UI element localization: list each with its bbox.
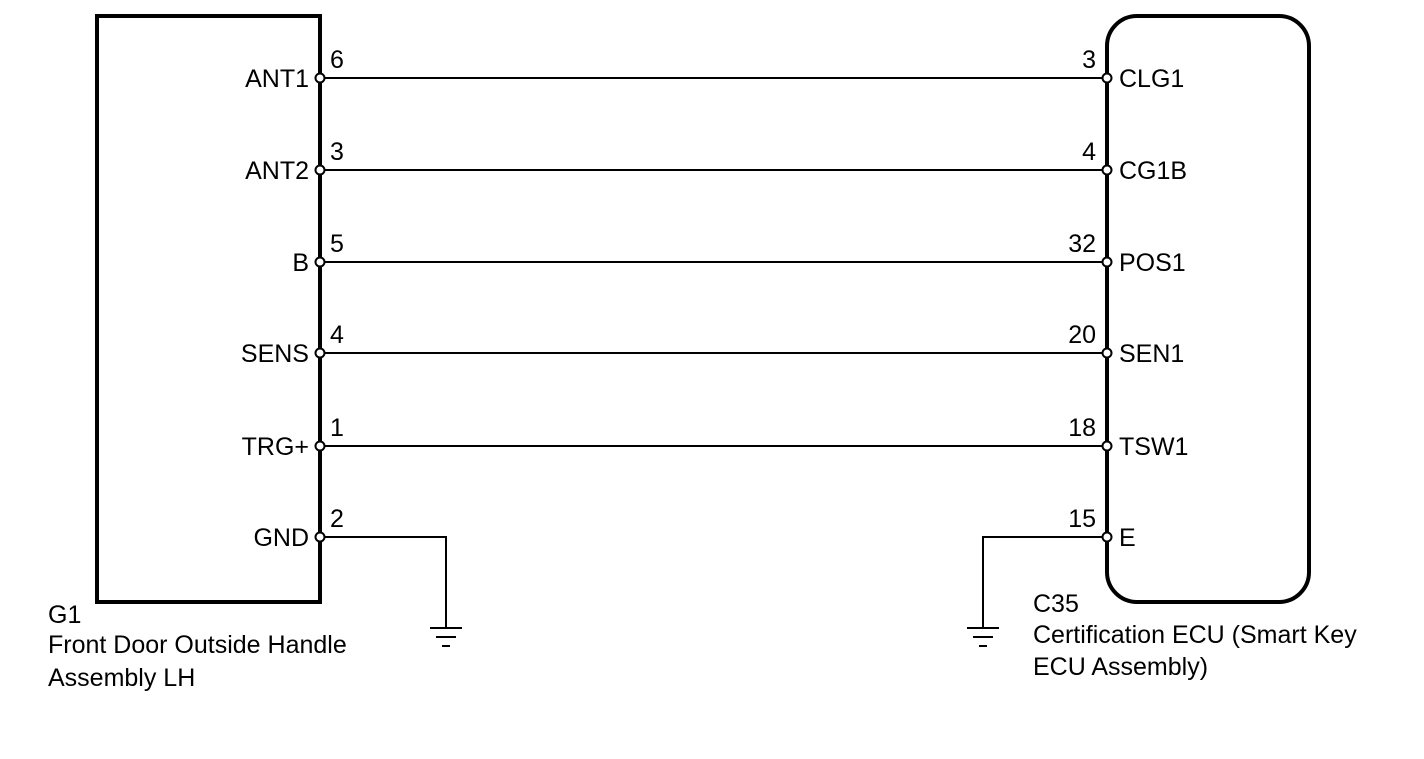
right-signal-label: SEN1 bbox=[1119, 340, 1184, 368]
right-pin-number: 20 bbox=[1068, 321, 1096, 349]
wire-gnd-right bbox=[982, 536, 1107, 628]
right-signal-label: POS1 bbox=[1119, 249, 1186, 277]
wire-gnd-left bbox=[320, 536, 447, 628]
terminal-left bbox=[314, 531, 326, 543]
terminal-left bbox=[314, 347, 326, 359]
terminal-right bbox=[1101, 440, 1113, 452]
right-pin-number: 15 bbox=[1068, 505, 1096, 533]
left-signal-label: GND bbox=[253, 524, 309, 552]
right-component-box bbox=[1105, 14, 1311, 604]
ground-symbol-left bbox=[430, 627, 462, 647]
right-signal-label: CLG1 bbox=[1119, 65, 1184, 93]
terminal-right bbox=[1101, 256, 1113, 268]
terminal-right bbox=[1101, 164, 1113, 176]
left-pin-number: 2 bbox=[330, 505, 344, 533]
left-component-code: G1 bbox=[48, 601, 81, 629]
left-component-name-line2: Assembly LH bbox=[48, 664, 195, 692]
left-signal-label: SENS bbox=[241, 340, 309, 368]
left-signal-label: ANT1 bbox=[245, 65, 309, 93]
left-signal-label: TRG+ bbox=[242, 433, 309, 461]
right-signal-label: TSW1 bbox=[1119, 433, 1188, 461]
terminal-left bbox=[314, 72, 326, 84]
right-signal-label: E bbox=[1119, 524, 1136, 552]
left-pin-number: 4 bbox=[330, 321, 344, 349]
right-component-name-line2: ECU Assembly) bbox=[1033, 653, 1208, 681]
left-pin-number: 6 bbox=[330, 46, 344, 74]
right-component-name-line1: Certification ECU (Smart Key bbox=[1033, 621, 1357, 649]
terminal-right bbox=[1101, 72, 1113, 84]
left-signal-label: B bbox=[292, 249, 309, 277]
left-component-box bbox=[95, 14, 322, 604]
right-pin-number: 32 bbox=[1068, 230, 1096, 258]
ground-symbol-right bbox=[967, 627, 999, 647]
left-component-name-line1: Front Door Outside Handle bbox=[48, 631, 347, 659]
left-pin-number: 1 bbox=[330, 414, 344, 442]
right-component-code: C35 bbox=[1033, 590, 1079, 618]
terminal-left bbox=[314, 164, 326, 176]
terminal-left bbox=[314, 256, 326, 268]
terminal-right bbox=[1101, 347, 1113, 359]
right-pin-number: 18 bbox=[1068, 414, 1096, 442]
left-pin-number: 5 bbox=[330, 230, 344, 258]
left-pin-number: 3 bbox=[330, 138, 344, 166]
terminal-right bbox=[1101, 531, 1113, 543]
left-signal-label: ANT2 bbox=[245, 157, 309, 185]
right-signal-label: CG1B bbox=[1119, 157, 1187, 185]
terminal-left bbox=[314, 440, 326, 452]
right-pin-number: 4 bbox=[1082, 138, 1096, 166]
right-pin-number: 3 bbox=[1082, 46, 1096, 74]
